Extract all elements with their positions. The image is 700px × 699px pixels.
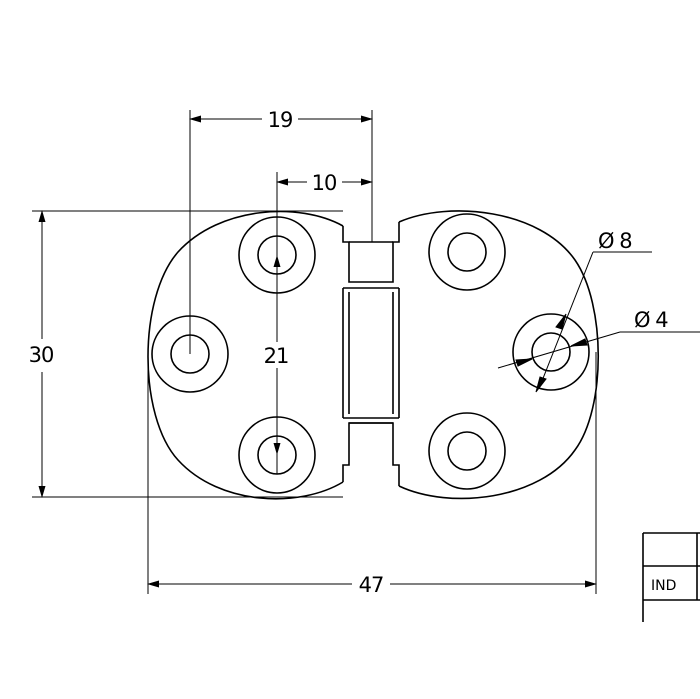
right-middle-hole-inner bbox=[531, 332, 571, 372]
right-bottom-hole-outer bbox=[428, 412, 506, 490]
right-top-hole-inner bbox=[447, 232, 487, 272]
diameter-8-leader: Ø 8 bbox=[535, 229, 652, 393]
dimension-19-label: 19 bbox=[268, 108, 293, 132]
dimension-10: 10 bbox=[276, 171, 373, 195]
title-block-ind-label: IND bbox=[651, 578, 676, 594]
dimension-21-label: 21 bbox=[264, 344, 289, 368]
right-leaf bbox=[398, 210, 599, 500]
title-block: IND bbox=[642, 532, 700, 622]
dimension-47: 47 bbox=[147, 573, 597, 597]
dimension-19: 19 bbox=[189, 108, 373, 132]
dimension-30: 30 bbox=[29, 210, 54, 498]
diameter-4-leader: Ø 4 bbox=[497, 308, 700, 369]
left-leaf bbox=[147, 210, 344, 500]
right-middle-hole-outer bbox=[512, 313, 590, 391]
dimension-30-label: 30 bbox=[29, 343, 54, 367]
dimension-47-label: 47 bbox=[359, 573, 384, 597]
right-bottom-hole-inner bbox=[447, 431, 487, 471]
diameter-4-label: Ø 4 bbox=[634, 308, 668, 332]
diameter-8-label: Ø 8 bbox=[598, 229, 632, 253]
right-top-hole-outer bbox=[428, 213, 506, 291]
dimension-10-label: 10 bbox=[312, 171, 337, 195]
dimension-21: 21 bbox=[262, 255, 292, 455]
hinge-knuckle bbox=[342, 222, 400, 486]
